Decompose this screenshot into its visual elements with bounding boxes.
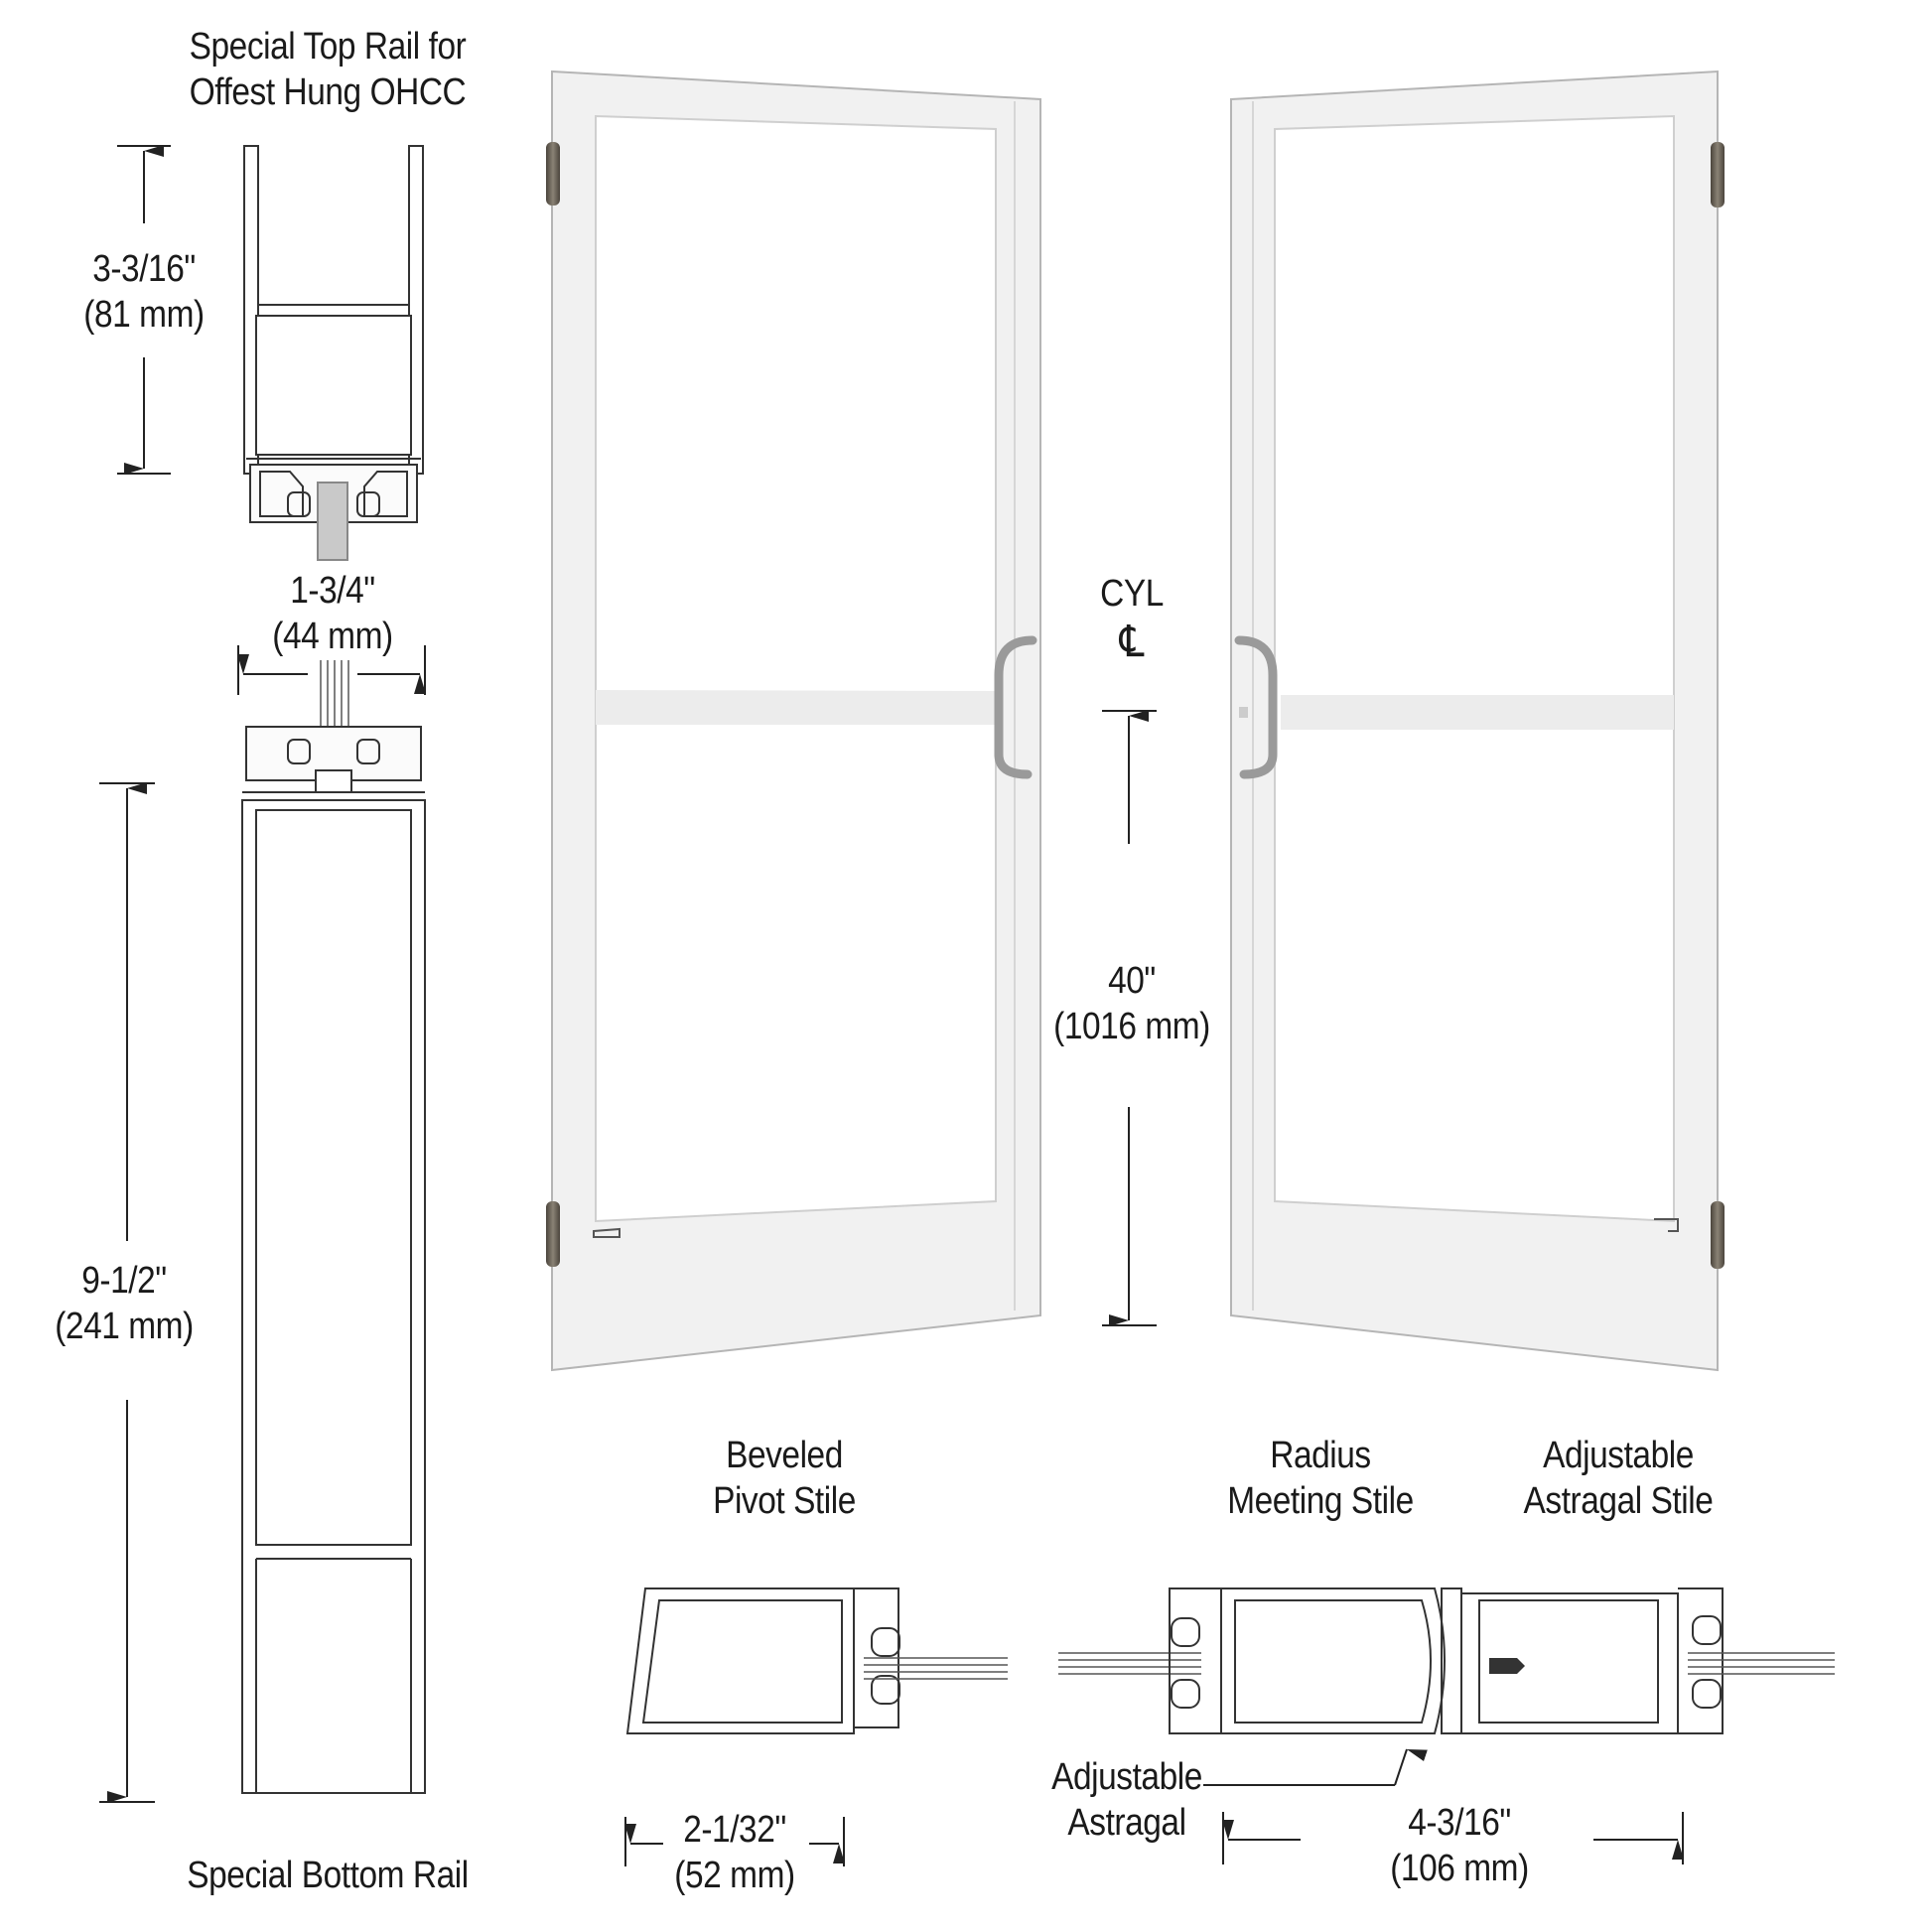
top-hinge-icon [546,142,560,206]
glass-thickness-in: 1-3/4" [290,570,375,612]
bottom-rail-height-label: 9-1/2" (241 mm) [28,1258,220,1349]
pivot-stile-section [625,1587,1008,1734]
cylinder-height-dimension [1102,710,1157,1326]
pull-handle-icon [994,635,1037,779]
bottom-rail-height-mm: (241 mm) [55,1306,194,1347]
cylinder-height-mm: (1016 mm) [1053,1006,1210,1047]
pivot-stile-title-line1: Beveled [726,1435,843,1476]
bottom-hinge-icon [546,1201,560,1267]
pivot-stile-title: Beveled Pivot Stile [688,1433,881,1524]
meeting-stile-title-line1: Radius [1270,1435,1371,1476]
pivot-stile-width-label: 2-1/32" (52 mm) [647,1807,822,1898]
pivot-stile-width-mm: (52 mm) [674,1855,795,1896]
pivot-stile-width-in: 2-1/32" [683,1809,786,1851]
bottom-rail-dimension [99,782,155,1803]
astragal-label-line1: Adjustable [1051,1756,1202,1798]
astragal-label: Adjustable Astragal [1031,1754,1223,1846]
astragal-width-in: 4-3/16" [1408,1802,1511,1844]
astragal-stile-title-line1: Adjustable [1543,1435,1694,1476]
pivot-stile-dimension [624,1817,845,1866]
centerline-icon: ℄ [1119,618,1145,666]
cylinder-height-label: 40" (1016 mm) [1035,958,1228,1049]
bottom-rail-title: Special Bottom Rail [187,1855,469,1896]
astragal-width-mm: (106 mm) [1390,1848,1529,1889]
top-rail-title: Special Top Rail for Offest Hung OHCC [162,24,493,115]
astragal-width-label: 4-3/16" (106 mm) [1363,1800,1556,1891]
top-rail-height-label: 3-3/16" (81 mm) [53,246,236,338]
top-hinge-icon [1711,142,1725,207]
top-rail-dimension [117,145,171,475]
astragal-leader [1203,1748,1428,1786]
top-rail-title-line1: Special Top Rail for [189,26,467,68]
bottom-hinge-icon [1711,1201,1725,1269]
pivot-stile-title-line2: Pivot Stile [713,1480,856,1522]
astragal-stile-title-line2: Astragal Stile [1523,1480,1714,1522]
bottom-rail-height-in: 9-1/2" [81,1260,167,1302]
top-rail-title-line2: Offest Hung OHCC [189,71,467,113]
astragal-width-dimension [1222,1812,1684,1864]
bottom-rail-section [241,660,426,1794]
pull-handle-icon [1234,635,1278,779]
cylinder-height-in: 40" [1108,960,1156,1002]
cylinder-lock-icon [1239,707,1248,718]
meeting-stile-title: Radius Meeting Stile [1215,1433,1425,1524]
glass-thickness-label: 1-3/4" (44 mm) [241,568,425,659]
glass-width-dimension [237,645,426,695]
astragal-stile-title: Adjustable Astragal Stile [1496,1433,1740,1524]
right-door [1230,69,1725,1372]
astragal-label-line2: Astragal [1067,1802,1186,1844]
glass-thickness-mm: (44 mm) [272,616,393,657]
meeting-astragal-stile-section [1058,1587,1835,1734]
left-door [546,69,1041,1372]
top-rail-height-mm: (81 mm) [83,294,205,336]
cylinder-label: CYL [1100,573,1164,615]
top-rail-section [243,145,424,561]
meeting-stile-title-line2: Meeting Stile [1227,1480,1414,1522]
top-rail-height-in: 3-3/16" [92,248,196,290]
